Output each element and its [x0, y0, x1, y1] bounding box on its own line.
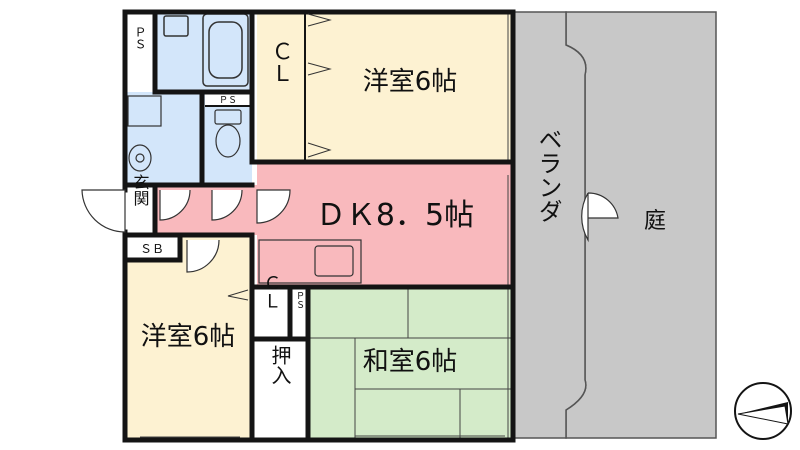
label-ps-toilet: ＰＳ	[219, 96, 237, 106]
closet-lower	[252, 287, 290, 339]
dk-door	[256, 189, 291, 224]
garden-door	[581, 192, 619, 243]
label-western-upper: 洋室6帖	[363, 67, 458, 97]
label-dk: ＤＫ8．5帖	[316, 198, 474, 233]
kitchen-counter	[258, 239, 362, 284]
label-closet-lower: ＣＬ	[261, 274, 282, 310]
label-ps-bath: ＰＳ	[133, 26, 147, 50]
balcony-area	[512, 11, 587, 439]
wash-basin-icon	[127, 95, 162, 172]
washroom	[125, 92, 202, 185]
tatami-lines	[308, 287, 513, 440]
toilet-icon	[214, 109, 242, 158]
label-balcony: ベランダ	[534, 127, 562, 223]
western-room-upper	[305, 12, 513, 162]
closet-upper	[257, 12, 305, 162]
label-garden: 庭	[644, 209, 666, 234]
label-closet-upper: ＣＬ	[268, 40, 293, 84]
ps-japanese	[290, 287, 308, 339]
ps-toilet-box	[205, 92, 250, 106]
label-western-lower: 洋室6帖	[141, 322, 236, 352]
ps-bath	[125, 12, 155, 92]
walls	[122, 9, 516, 443]
label-japanese: 和室6帖	[363, 347, 458, 377]
entrance	[125, 185, 155, 235]
western-room-lower	[125, 260, 252, 440]
shoe-box	[125, 235, 180, 260]
door-swings	[81, 189, 619, 273]
oshiire-area	[252, 339, 308, 440]
north-arrow-icon	[734, 382, 792, 440]
label-entrance: 玄関	[131, 174, 150, 207]
toilet-room	[202, 92, 252, 185]
japanese-room	[308, 287, 513, 440]
label-oshiire: 押入	[268, 345, 292, 385]
label-ps-japanese: ＰＳ	[294, 291, 304, 309]
label-shoe-box: ＳＢ	[140, 242, 164, 256]
dk-room	[257, 162, 513, 287]
